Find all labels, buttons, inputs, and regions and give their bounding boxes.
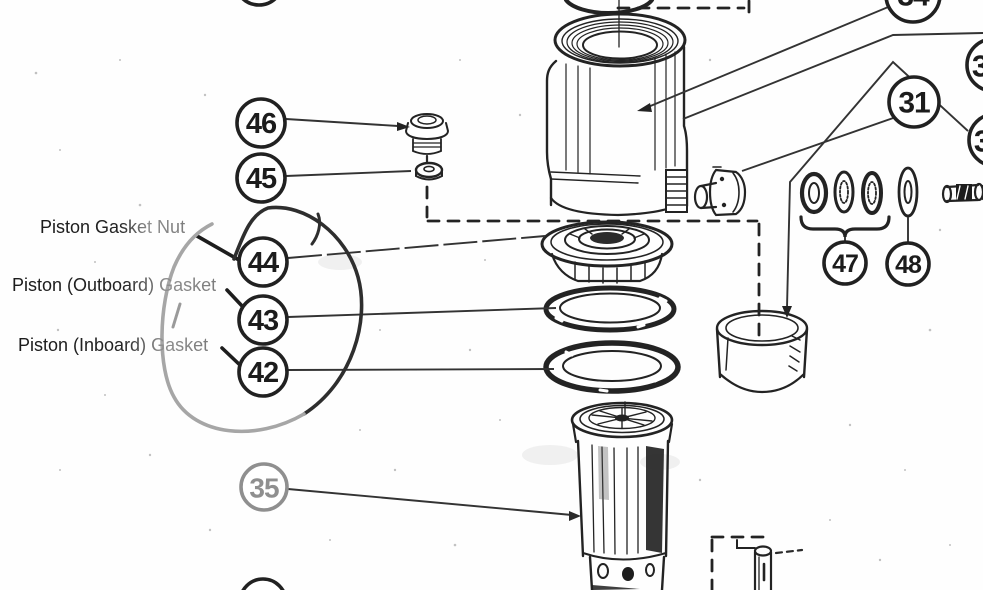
outboard-gasket-ring bbox=[543, 285, 677, 333]
callout-number: 43 bbox=[248, 305, 279, 337]
rod-part bbox=[736, 539, 773, 590]
callout-42: 42 bbox=[237, 346, 289, 398]
arrowhead bbox=[569, 511, 581, 521]
callout-44: 44 bbox=[237, 236, 289, 288]
callout-43: 43 bbox=[237, 294, 289, 346]
callout-number: 47 bbox=[832, 250, 858, 278]
lower-piston-assembly-part bbox=[570, 401, 674, 590]
part-label: Piston Gasket Nut bbox=[40, 217, 185, 237]
callout-34: 34 bbox=[884, 0, 942, 24]
callout-45: 45 bbox=[235, 152, 287, 204]
callout-3: 3 bbox=[967, 114, 983, 166]
callout-3: 3 bbox=[965, 39, 983, 91]
part-label: Piston (Outboard) Gasket bbox=[12, 275, 216, 295]
brace-47 bbox=[799, 215, 891, 238]
plug-nut-part bbox=[404, 113, 450, 155]
cap-part-partial bbox=[564, 0, 654, 16]
callout-number: 34 bbox=[897, 0, 930, 13]
callout-47: 47 bbox=[822, 240, 868, 286]
rod-dash-right bbox=[774, 548, 804, 555]
clevis-pin-part bbox=[941, 182, 983, 204]
callout-partial-13 bbox=[241, 577, 285, 590]
seal-set-part bbox=[799, 170, 891, 238]
flat-washer-part bbox=[897, 166, 919, 218]
callout-number: 31 bbox=[898, 87, 930, 120]
callout-35: 35 bbox=[239, 462, 289, 512]
inboard-gasket-ring bbox=[543, 340, 681, 394]
callout-number: 46 bbox=[246, 108, 277, 140]
label-leader-43 bbox=[225, 288, 245, 309]
upper-cylinder-part bbox=[545, 0, 689, 217]
arrowhead bbox=[397, 122, 410, 131]
callouts-layer: 46 45 44 43 42 35 34 31 47 48 3 3 bbox=[235, 0, 983, 590]
pen-annotation-circle bbox=[160, 205, 364, 434]
piston-gasket-nut-part bbox=[540, 220, 674, 284]
arrowhead bbox=[637, 103, 652, 112]
callout-number: 44 bbox=[248, 247, 279, 279]
callout-number: 45 bbox=[246, 163, 277, 195]
callout-48: 48 bbox=[885, 241, 931, 287]
label-leader-44 bbox=[195, 234, 241, 262]
paper-noise bbox=[34, 58, 951, 562]
retainer-sleeve-part bbox=[715, 309, 809, 394]
callout-number: 3 bbox=[972, 49, 983, 84]
callout-46: 46 bbox=[235, 97, 287, 149]
gasket-washer-part bbox=[414, 161, 444, 181]
callout-number: 35 bbox=[249, 473, 279, 504]
coupler-fitting-part bbox=[693, 166, 747, 217]
part-label: Piston (Inboard) Gasket bbox=[18, 335, 208, 355]
callout-31: 31 bbox=[887, 75, 941, 129]
callout-number: 3 bbox=[974, 124, 983, 159]
arrowhead bbox=[782, 306, 792, 318]
callout-partial-12 bbox=[241, 0, 277, 7]
leader-lines bbox=[195, 4, 983, 521]
callout-number: 48 bbox=[895, 251, 922, 279]
label-leader-42 bbox=[220, 346, 243, 368]
callout-number: 42 bbox=[248, 357, 278, 389]
